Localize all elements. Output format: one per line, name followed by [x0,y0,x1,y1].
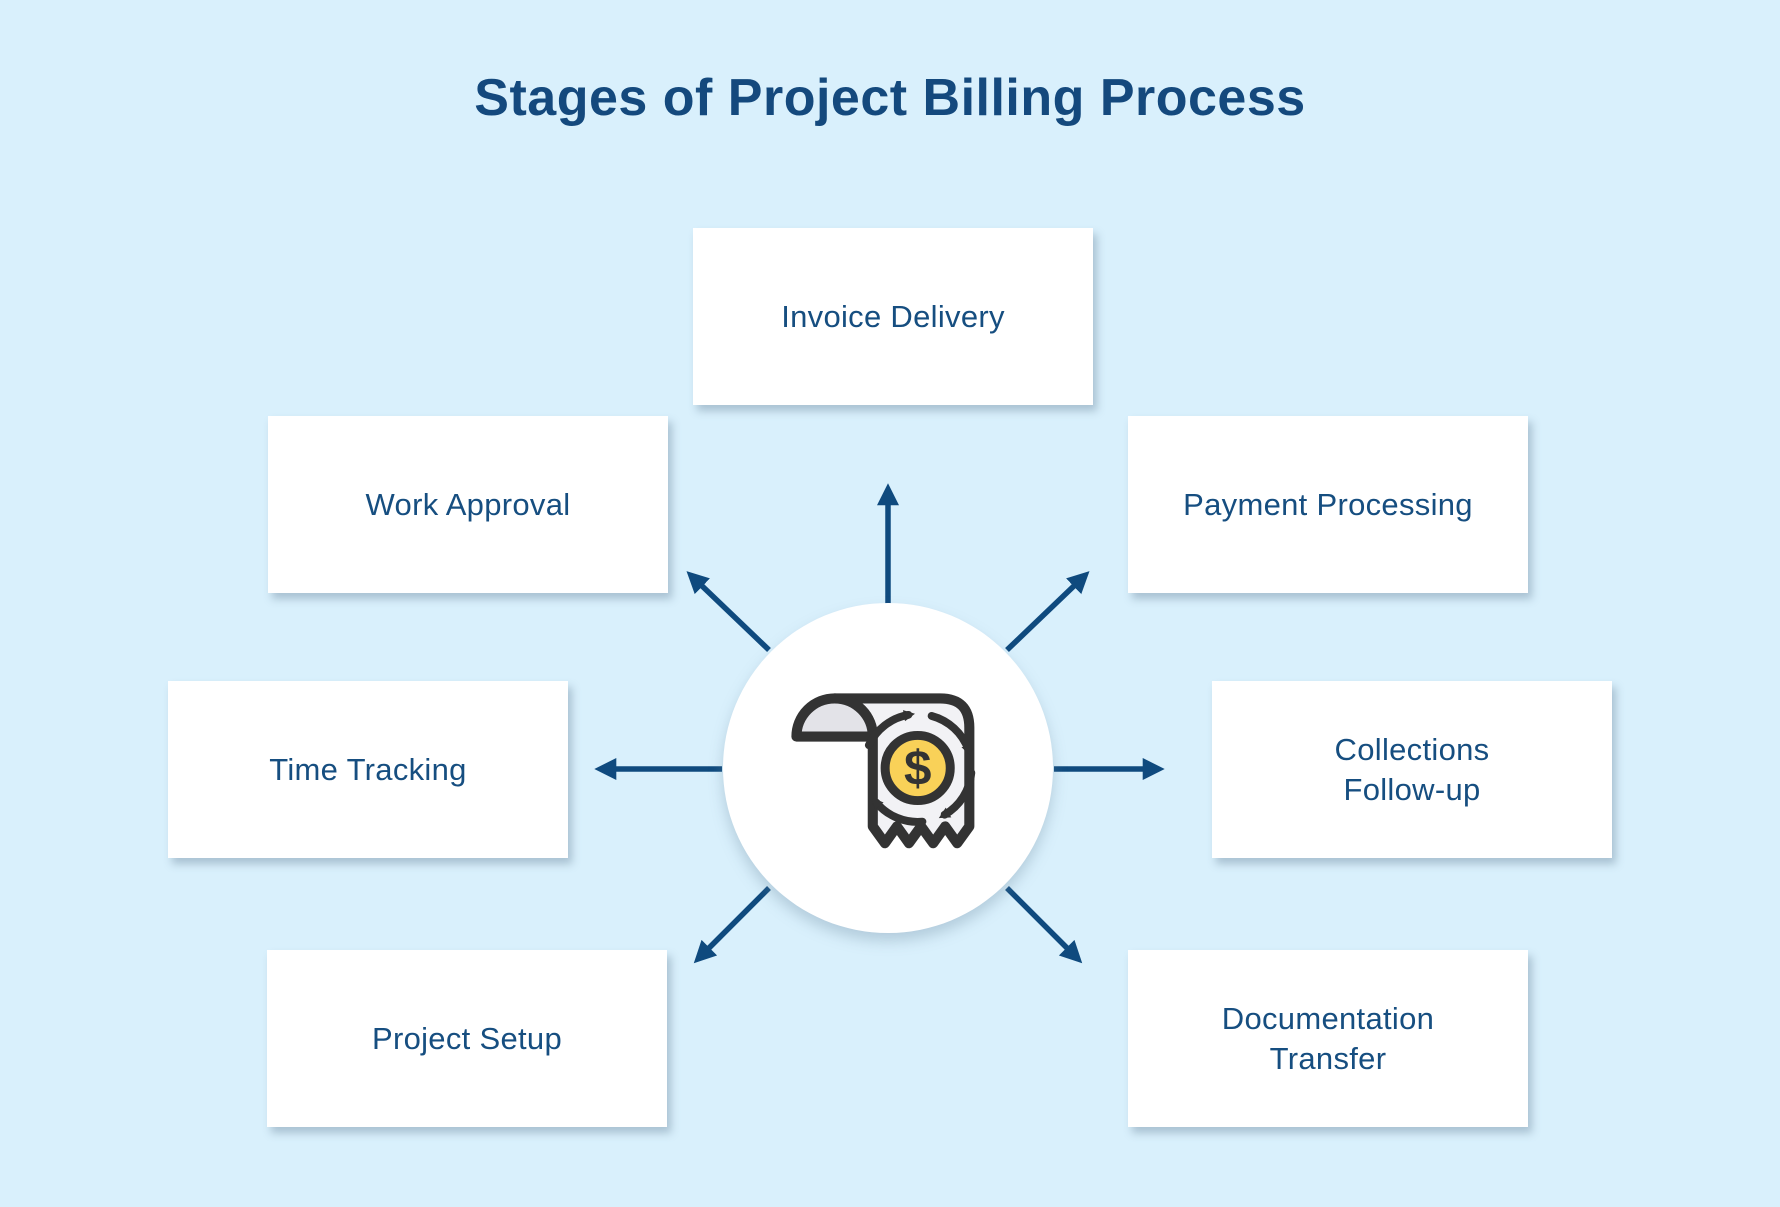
stage-box-invoice-delivery: Invoice Delivery [693,228,1093,405]
page-title: Stages of Project Billing Process [474,69,1306,127]
dollar-coin [880,730,955,806]
stage-label: Work Approval [365,486,571,522]
stage-label: Invoice Delivery [781,298,1005,334]
cycle-arrows [864,710,975,826]
stage-box-documentation-transfer: Documentation Transfer [1128,950,1528,1127]
stage-box-time-tracking: Time Tracking [168,681,568,858]
arrow-lower-right [1005,886,1083,964]
stage-label: Documentation Transfer [1221,1000,1435,1076]
arrow-upper-left [686,571,771,652]
stage-box-work-approval: Work Approval [268,416,668,593]
stage-box-collections-follow-up: Collections Follow-up [1212,681,1612,858]
stage-box-payment-processing: Payment Processing [1128,416,1528,593]
stage-label: Project Setup [371,1020,562,1056]
arrow-lower-left [693,886,771,964]
invoice-dollar-cycle-icon: $ [790,693,975,849]
stage-label: Payment Processing [1183,486,1473,522]
arrow-upper-right [1005,571,1090,652]
center-circle: $ [723,603,1053,933]
stage-label: Collections Follow-up [1334,731,1490,807]
stage-label: Time Tracking [269,751,467,787]
dollar-sign: $ [903,741,930,796]
stage-box-project-setup: Project Setup [267,950,667,1127]
receipt-curl [790,693,878,742]
